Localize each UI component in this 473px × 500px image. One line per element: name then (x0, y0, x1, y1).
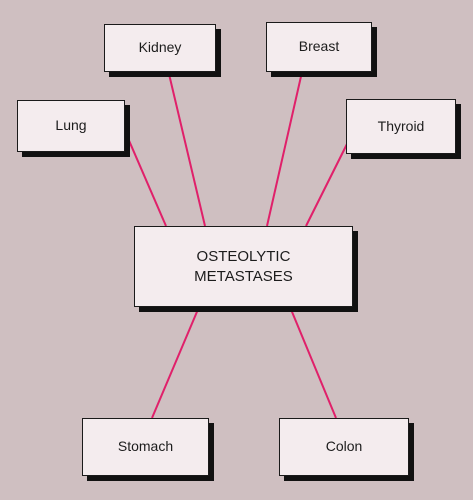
connector-breast (266, 71, 303, 227)
node-thyroid: Thyroid (346, 99, 456, 154)
connector-colon (289, 306, 337, 419)
connector-kidney (168, 73, 206, 227)
node-stomach: Stomach (82, 418, 209, 476)
node-colon: Colon (279, 418, 409, 476)
node-kidney: Kidney (104, 24, 216, 72)
connector-stomach (151, 306, 200, 419)
connector-thyroid (305, 143, 348, 227)
node-osteolytic-metastases: OSTEOLYTIC METASTASES (134, 226, 353, 307)
node-lung: Lung (17, 100, 125, 152)
node-breast: Breast (266, 22, 372, 72)
connector-lung (123, 128, 167, 227)
